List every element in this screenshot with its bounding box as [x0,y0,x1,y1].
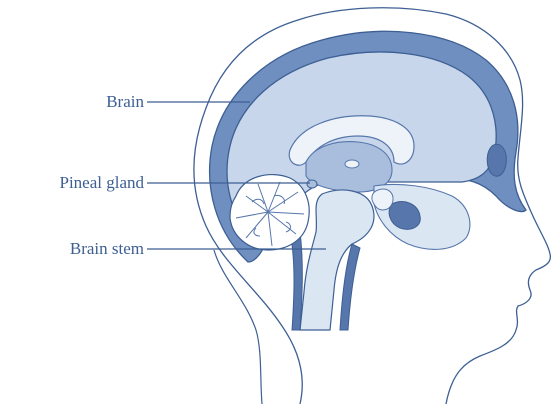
cerebellum [230,175,309,250]
pineal-gland-label: Pineal gland [59,173,144,193]
spinal-canal-right [340,244,360,330]
brain-stem-label: Brain stem [70,239,144,259]
brain-label: Brain [106,92,144,112]
spinal-canal-left [290,232,302,330]
brain-stem [300,190,374,330]
frontal-sinus [487,144,506,176]
pineal-gland [307,180,317,188]
third-ventricle-spot [345,160,359,168]
